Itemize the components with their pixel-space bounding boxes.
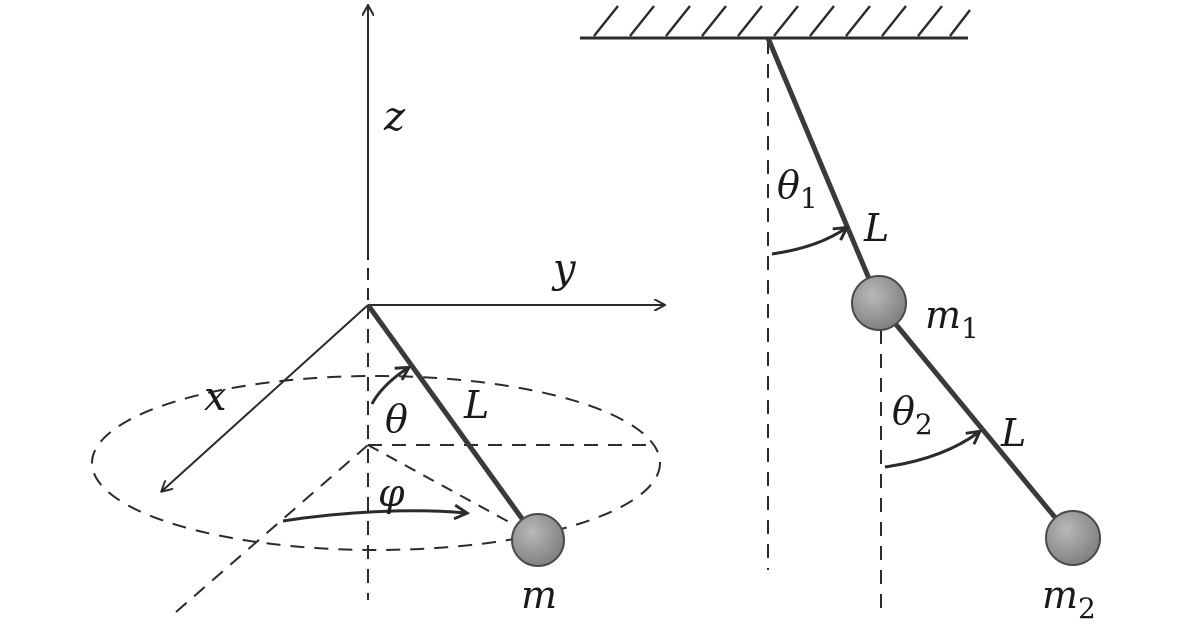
rod-2 bbox=[878, 303, 1074, 540]
projection-diagonal-dashed bbox=[175, 444, 369, 613]
length-label: L bbox=[463, 383, 489, 427]
theta-arc bbox=[370, 368, 408, 405]
rod-1 bbox=[765, 37, 881, 301]
phi-label: φ bbox=[378, 471, 405, 515]
double-pendulum: θ1 L m1 θ2 L m2 bbox=[580, 5, 1101, 625]
phi-arc bbox=[282, 511, 466, 523]
theta1-label: θ1 bbox=[777, 163, 818, 215]
x-axis bbox=[162, 304, 369, 491]
bob-2 bbox=[1045, 510, 1101, 566]
theta-label: θ bbox=[385, 397, 408, 441]
bob-1 bbox=[851, 275, 907, 331]
spherical-pendulum: z y x θ L φ m bbox=[91, 6, 664, 617]
projection-to-bob-dashed bbox=[367, 444, 521, 529]
mass1-label: m1 bbox=[925, 293, 979, 345]
length2-label: L bbox=[1000, 411, 1026, 455]
pendulum-bob bbox=[511, 513, 565, 567]
ceiling-hatching bbox=[593, 5, 971, 37]
mass2-label: m2 bbox=[1042, 573, 1096, 625]
y-axis-label: y bbox=[551, 246, 577, 292]
mass-label: m bbox=[521, 573, 557, 617]
z-axis-label: z bbox=[383, 94, 406, 140]
theta2-label: θ2 bbox=[892, 389, 933, 441]
pendulum-rod bbox=[365, 303, 539, 540]
theta2-arc bbox=[884, 432, 979, 469]
x-axis-label: x bbox=[204, 374, 227, 420]
length1-label: L bbox=[863, 206, 889, 250]
orbit-ellipse bbox=[91, 375, 661, 551]
theta1-arc bbox=[771, 228, 846, 256]
